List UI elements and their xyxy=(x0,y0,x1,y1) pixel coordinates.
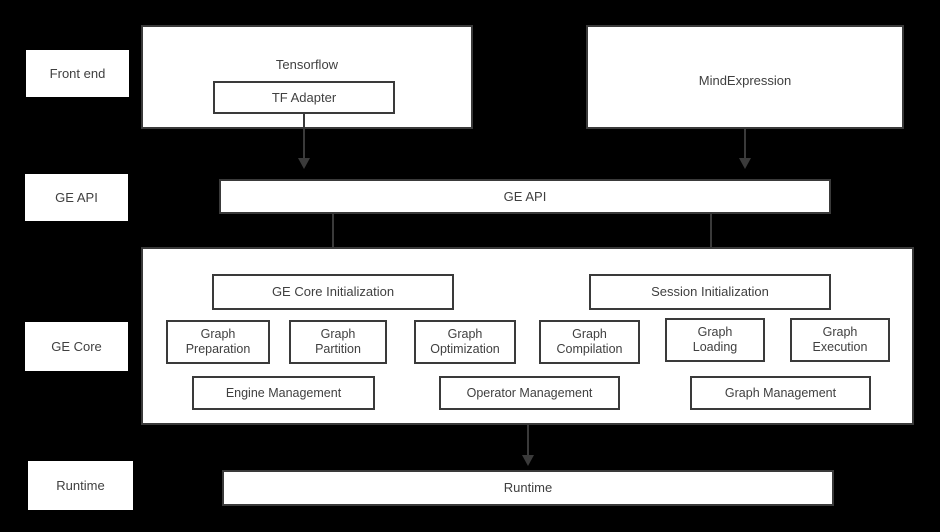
arrow-line-ge-api-to-session-init xyxy=(710,214,712,262)
graph-preparation-box[interactable]: Graph Preparation xyxy=(166,320,270,364)
engine-management-box[interactable]: Engine Management xyxy=(192,376,375,410)
graph-management-label: Graph Management xyxy=(724,385,837,400)
graph-partition-label: Graph Partition xyxy=(315,327,361,356)
graph-compilation-label: Graph Compilation xyxy=(556,327,623,356)
operator-management-label: Operator Management xyxy=(466,385,593,400)
graph-execution-box[interactable]: Graph Execution xyxy=(790,318,890,362)
session-initialization-box[interactable]: Session Initialization xyxy=(589,274,831,310)
tf-adapter-box[interactable]: TF Adapter xyxy=(213,81,395,114)
arrow-line-ge-core-to-runtime xyxy=(527,425,529,458)
stage-label-ge-api-text: GE API xyxy=(55,190,98,205)
stage-label-runtime: Runtime xyxy=(28,461,133,510)
tensorflow-title: Tensorflow xyxy=(275,57,339,72)
ge-api-bar[interactable]: GE API xyxy=(219,179,831,214)
mindexpression-frame: MindExpression xyxy=(586,25,904,129)
runtime-bar-label: Runtime xyxy=(503,480,553,496)
graph-optimization-box[interactable]: Graph Optimization xyxy=(414,320,516,364)
mindexpression-title: MindExpression xyxy=(698,73,792,88)
graph-preparation-label: Graph Preparation xyxy=(185,327,251,356)
engine-management-label: Engine Management xyxy=(225,385,342,400)
ge-api-bar-label: GE API xyxy=(503,188,547,204)
graph-compilation-box[interactable]: Graph Compilation xyxy=(539,320,640,364)
arrow-head-ge-core-to-runtime xyxy=(522,455,534,466)
tf-adapter-label: TF Adapter xyxy=(271,89,337,105)
stage-label-front-end-text: Front end xyxy=(49,66,106,81)
session-initialization-label: Session Initialization xyxy=(651,284,769,300)
arrow-head-tf-adapter-to-ge-api xyxy=(298,158,310,169)
graph-optimization-label: Graph Optimization xyxy=(430,327,500,356)
graph-management-box[interactable]: Graph Management xyxy=(690,376,871,410)
arrow-line-ge-api-to-ge-core-init xyxy=(332,214,334,262)
arrow-line-tf-adapter-to-ge-api xyxy=(303,113,305,161)
ge-core-initialization-label: GE Core Initialization xyxy=(271,284,395,300)
graph-execution-label: Graph Execution xyxy=(812,325,868,354)
runtime-bar[interactable]: Runtime xyxy=(222,470,834,506)
stage-label-ge-core-text: GE Core xyxy=(51,339,102,354)
stage-label-runtime-text: Runtime xyxy=(56,478,105,493)
arrow-line-mindexpression-to-ge-api xyxy=(744,129,746,161)
stage-label-ge-api: GE API xyxy=(25,174,128,221)
arrow-head-mindexpression-to-ge-api xyxy=(739,158,751,169)
graph-loading-label: Graph Loading xyxy=(692,325,738,354)
operator-management-box[interactable]: Operator Management xyxy=(439,376,620,410)
graph-partition-box[interactable]: Graph Partition xyxy=(289,320,387,364)
ge-core-initialization-box[interactable]: GE Core Initialization xyxy=(212,274,454,310)
stage-label-ge-core: GE Core xyxy=(25,322,128,371)
graph-loading-box[interactable]: Graph Loading xyxy=(665,318,765,362)
stage-label-front-end: Front end xyxy=(26,50,129,97)
